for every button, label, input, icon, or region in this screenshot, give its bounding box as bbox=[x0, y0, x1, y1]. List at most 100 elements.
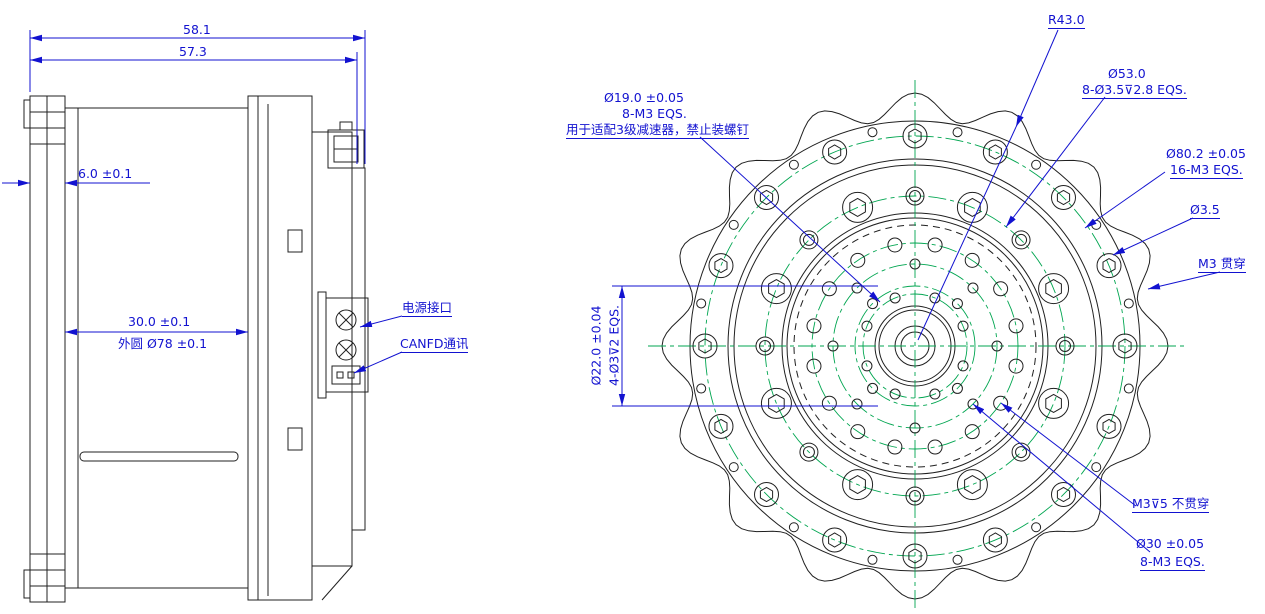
leader-d19 bbox=[699, 136, 881, 303]
rim-hole bbox=[867, 554, 878, 565]
leader-m3-through bbox=[1147, 271, 1221, 290]
middle-hole bbox=[887, 237, 903, 253]
outer-screw bbox=[1096, 413, 1122, 439]
hex-socket bbox=[1102, 258, 1116, 274]
d30-hole bbox=[851, 398, 863, 410]
hex-socket bbox=[1102, 418, 1116, 434]
leader-power bbox=[359, 315, 403, 328]
d30-hole bbox=[967, 398, 979, 410]
d22-hole bbox=[951, 382, 963, 394]
d30-hole bbox=[909, 258, 921, 270]
dim-d30: Ø30 ±0.05 bbox=[1136, 536, 1205, 551]
power-pin-1 bbox=[335, 309, 357, 331]
mid-screw bbox=[760, 273, 792, 305]
outer-screw bbox=[982, 527, 1008, 553]
hex-socket bbox=[698, 338, 712, 354]
mid-screw bbox=[842, 469, 874, 501]
middle-hole bbox=[887, 439, 903, 455]
hex-socket bbox=[768, 393, 785, 413]
dim-m3-blind: M3⊽5 不贯穿 bbox=[1132, 496, 1210, 513]
d19-hole bbox=[889, 292, 901, 304]
mid-screw bbox=[956, 469, 988, 501]
hex-socket bbox=[964, 475, 981, 495]
outer-screw bbox=[982, 139, 1008, 165]
d22-hole bbox=[951, 298, 963, 310]
csk-hole-inner bbox=[759, 340, 771, 352]
csk-hole-inner bbox=[1059, 340, 1071, 352]
d19-hole bbox=[889, 388, 901, 400]
csk-hole bbox=[905, 186, 925, 206]
middle-hole bbox=[927, 439, 943, 455]
dim-d80-holes: 16-M3 EQS. bbox=[1170, 162, 1243, 179]
dim-d19-holes: 8-M3 EQS. bbox=[622, 106, 687, 121]
csk-hole bbox=[1055, 336, 1075, 356]
output-flange-face bbox=[351, 167, 366, 531]
hex-socket bbox=[988, 532, 1002, 548]
hex-socket bbox=[908, 128, 922, 144]
d19-hole bbox=[957, 320, 969, 332]
outer-screw bbox=[902, 543, 928, 569]
csk-hole-inner bbox=[1015, 233, 1028, 246]
rim-hole bbox=[1031, 159, 1042, 170]
hex-socket bbox=[828, 532, 842, 548]
dim-total-width: 58.1 bbox=[183, 22, 211, 37]
hex-socket bbox=[1056, 189, 1071, 206]
hex-socket bbox=[1056, 486, 1071, 503]
outer-screw bbox=[1050, 185, 1076, 211]
leader-d30 bbox=[972, 403, 1151, 553]
hex-socket bbox=[714, 258, 728, 274]
middle-hole bbox=[964, 424, 980, 440]
csk-hole-inner bbox=[1015, 446, 1028, 459]
rim-hole bbox=[728, 219, 739, 230]
dim-d80: Ø80.2 ±0.05 bbox=[1166, 146, 1246, 161]
power-pin-2 bbox=[335, 339, 357, 361]
mid-screw bbox=[760, 387, 792, 419]
hex-socket bbox=[849, 475, 866, 495]
csk-hole bbox=[1011, 230, 1031, 250]
d19-hole bbox=[929, 388, 941, 400]
connector-box bbox=[325, 297, 369, 393]
outer-screw bbox=[1096, 253, 1122, 279]
outer-screw bbox=[754, 481, 780, 507]
label-power-port: 电源接口 bbox=[402, 300, 453, 317]
outer-screw bbox=[822, 139, 848, 165]
outer-screw bbox=[1050, 481, 1076, 507]
middle-hole bbox=[850, 424, 866, 440]
middle-hole bbox=[993, 281, 1009, 297]
d30-hole bbox=[991, 340, 1003, 352]
mid-screw bbox=[1038, 273, 1070, 305]
label-canfd-port: CANFD通讯 bbox=[400, 336, 469, 353]
leader-d80 bbox=[1084, 171, 1166, 229]
dim-d35: Ø3.5 bbox=[1190, 202, 1220, 219]
outer-screw bbox=[708, 253, 734, 279]
middle-hole bbox=[806, 318, 822, 334]
rim-hole bbox=[1031, 522, 1042, 533]
rim-hole bbox=[788, 159, 799, 170]
outer-screw bbox=[754, 185, 780, 211]
dim-d19: Ø19.0 ±0.05 bbox=[604, 90, 684, 105]
top-connector bbox=[327, 121, 365, 169]
middle-hole bbox=[806, 358, 822, 374]
rim-hole bbox=[1091, 462, 1102, 473]
rim-hole bbox=[728, 462, 739, 473]
hex-socket bbox=[759, 486, 774, 503]
csk-hole bbox=[755, 336, 775, 356]
rim-hole bbox=[788, 522, 799, 533]
d19-hole bbox=[957, 360, 969, 372]
rim-hole bbox=[952, 554, 963, 565]
hex-socket bbox=[768, 279, 785, 299]
body-slot bbox=[79, 451, 239, 462]
leader-d35 bbox=[1112, 217, 1194, 256]
middle-hole bbox=[850, 252, 866, 268]
hex-socket bbox=[964, 197, 981, 217]
mid-screw bbox=[1038, 387, 1070, 419]
middle-hole bbox=[927, 237, 943, 253]
dim-d53-holes: 8-Ø3.5⊽2.8 EQS. bbox=[1082, 82, 1187, 99]
middle-hole bbox=[821, 281, 837, 297]
dim-outer-dia: 外圆 Ø78 ±0.1 bbox=[118, 336, 208, 351]
rim-hole bbox=[1123, 383, 1134, 394]
d30-hole bbox=[967, 282, 979, 294]
middle-hole bbox=[1008, 358, 1024, 374]
